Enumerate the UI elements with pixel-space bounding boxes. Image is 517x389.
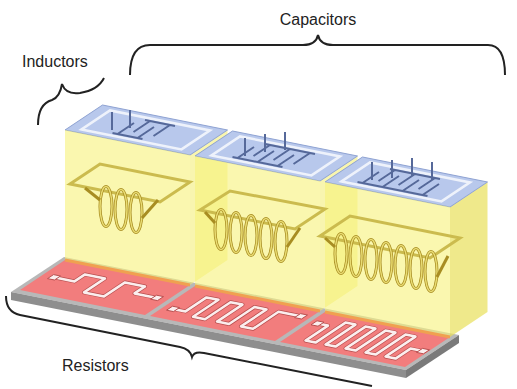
resistors-label: Resistors: [62, 356, 129, 375]
inductor-block-side: [450, 182, 488, 337]
coil-leads: [85, 188, 448, 277]
inductors-bracket: [38, 78, 104, 125]
capacitors-label: Capacitors: [280, 10, 356, 29]
resistors-bracket: [6, 296, 372, 386]
capacitors-bracket: [130, 35, 505, 75]
inductor-blocks: [65, 130, 450, 337]
inductor-coil-highlight: [100, 187, 437, 292]
inductors-label: Inductors: [22, 52, 88, 71]
inductor-coil: [100, 187, 437, 292]
inductor-loop: [70, 164, 460, 258]
